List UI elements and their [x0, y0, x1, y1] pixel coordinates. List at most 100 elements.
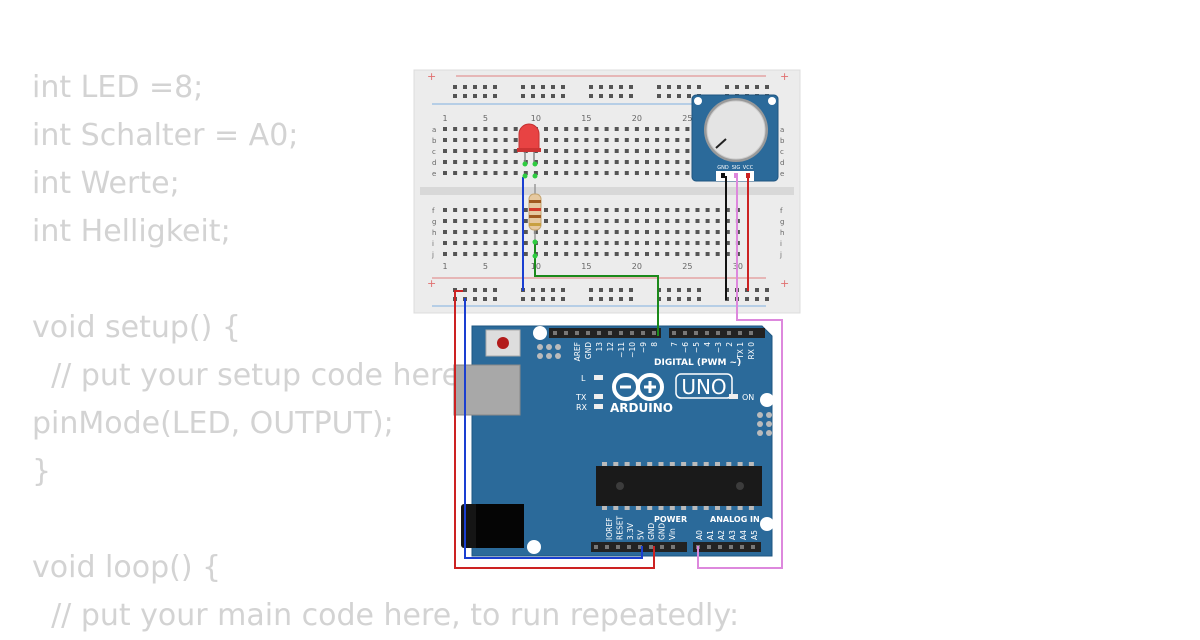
digital-header-label: DIGITAL (PWM ~) — [654, 358, 741, 368]
breadboard-hole — [685, 171, 690, 175]
led-tx-label: TX — [575, 393, 587, 402]
row-letter-right: i — [780, 240, 782, 248]
breadboard-hole — [665, 127, 670, 131]
icsp-header — [537, 344, 561, 359]
breadboard-hole — [594, 252, 599, 256]
breadboard-hole — [493, 208, 498, 212]
breadboard-hole — [594, 149, 599, 153]
breadboard-hole — [604, 252, 609, 256]
chip-pin — [669, 506, 675, 510]
power-pin-label: 5V — [637, 529, 646, 540]
breadboard-hole — [463, 219, 468, 223]
breadboard-hole — [523, 171, 528, 175]
wire-green-pin8 — [534, 242, 659, 336]
breadboard-hole — [715, 219, 720, 223]
breadboard-hole — [463, 241, 468, 245]
analog-pin-label: A3 — [728, 530, 737, 540]
rail-hole — [561, 297, 565, 301]
breadboard-hole — [503, 171, 508, 175]
breadboard-hole — [624, 219, 629, 223]
rail-hole — [483, 94, 487, 98]
breadboard-hole — [645, 219, 649, 223]
rail-hole — [463, 94, 467, 98]
breadboard-hole — [614, 149, 619, 153]
header-hole — [718, 545, 722, 549]
breadboard-hole — [594, 171, 599, 175]
analog-pin-label: A2 — [717, 530, 726, 540]
breadboard-hole — [685, 160, 690, 164]
code-line: // put your setup code here — [32, 358, 461, 393]
col-number-bottom: 25 — [682, 262, 692, 271]
breadboard-hole — [604, 241, 609, 245]
chip-pin — [658, 462, 664, 466]
breadboard-hole — [503, 149, 508, 153]
power-pin-label: GND — [647, 523, 656, 540]
breadboard-hole — [564, 127, 569, 131]
breadboard-hole — [574, 127, 579, 131]
breadboard-hole — [675, 252, 680, 256]
red-led — [517, 123, 541, 163]
header-hole — [652, 331, 656, 335]
breadboard-hole — [665, 230, 670, 234]
breadboard-hole — [443, 149, 447, 153]
breadboard-hole — [544, 208, 548, 212]
led-on-label: ON — [742, 393, 754, 402]
breadboard-hole — [604, 230, 609, 234]
breadboard-hole — [453, 208, 458, 212]
rail-hole — [765, 297, 769, 301]
breadboard-hole — [614, 241, 619, 245]
chip-pin — [602, 462, 607, 466]
breadboard-hole — [655, 208, 660, 212]
power-pin-label: Vin — [668, 528, 677, 540]
breadboard-hole — [584, 230, 589, 234]
breadboard-hole — [443, 208, 447, 212]
breadboard-hole — [503, 252, 508, 256]
breadboard-hole — [513, 160, 518, 164]
breadboard-hole — [624, 160, 629, 164]
breadboard-hole — [564, 219, 569, 223]
breadboard-hole — [523, 208, 528, 212]
breadboard-hole — [634, 241, 639, 245]
rail-hole — [483, 297, 487, 301]
rail-hole — [687, 288, 691, 292]
breadboard-hole — [624, 208, 629, 212]
breadboard-hole — [584, 208, 589, 212]
rail-plus-top-right: + — [780, 70, 789, 83]
breadboard-hole — [604, 171, 609, 175]
breadboard-hole — [655, 149, 660, 153]
col-number-top: 1 — [442, 114, 447, 123]
digital-pin-label: ~9 — [639, 342, 648, 353]
rail-hole — [463, 85, 467, 89]
header-hole — [608, 331, 612, 335]
breadboard-hole — [554, 149, 559, 153]
icsp-pin — [766, 421, 772, 427]
rail-hole — [609, 94, 613, 98]
breadboard-hole — [594, 208, 599, 212]
icsp-header-right — [757, 412, 772, 436]
chip-pin — [669, 462, 675, 466]
chip-pin — [647, 462, 653, 466]
rail-hole — [483, 85, 487, 89]
rail-hole — [551, 94, 555, 98]
icsp-pin — [766, 412, 772, 418]
icsp-pin — [546, 344, 552, 350]
bottom-header-holes — [594, 545, 755, 549]
header-hole — [564, 331, 568, 335]
breadboard-hole — [513, 138, 518, 142]
chip-pin — [703, 506, 709, 510]
rail-hole — [667, 297, 671, 301]
breadboard-hole — [685, 252, 690, 256]
rail-hole — [609, 288, 613, 292]
wire-violet-pot-sig — [697, 176, 783, 569]
rail-hole — [541, 288, 545, 292]
breadboard-hole — [655, 127, 660, 131]
breadboard-hole — [645, 241, 649, 245]
breadboard-hole — [493, 230, 498, 234]
breadboard-hole — [493, 241, 498, 245]
breadboard-hole — [443, 241, 447, 245]
row-letter-right: d — [780, 159, 784, 167]
breadboard-hole — [715, 241, 720, 245]
rail-hole — [667, 94, 671, 98]
breadboard-hole — [523, 252, 528, 256]
breadboard-hole — [715, 252, 720, 256]
